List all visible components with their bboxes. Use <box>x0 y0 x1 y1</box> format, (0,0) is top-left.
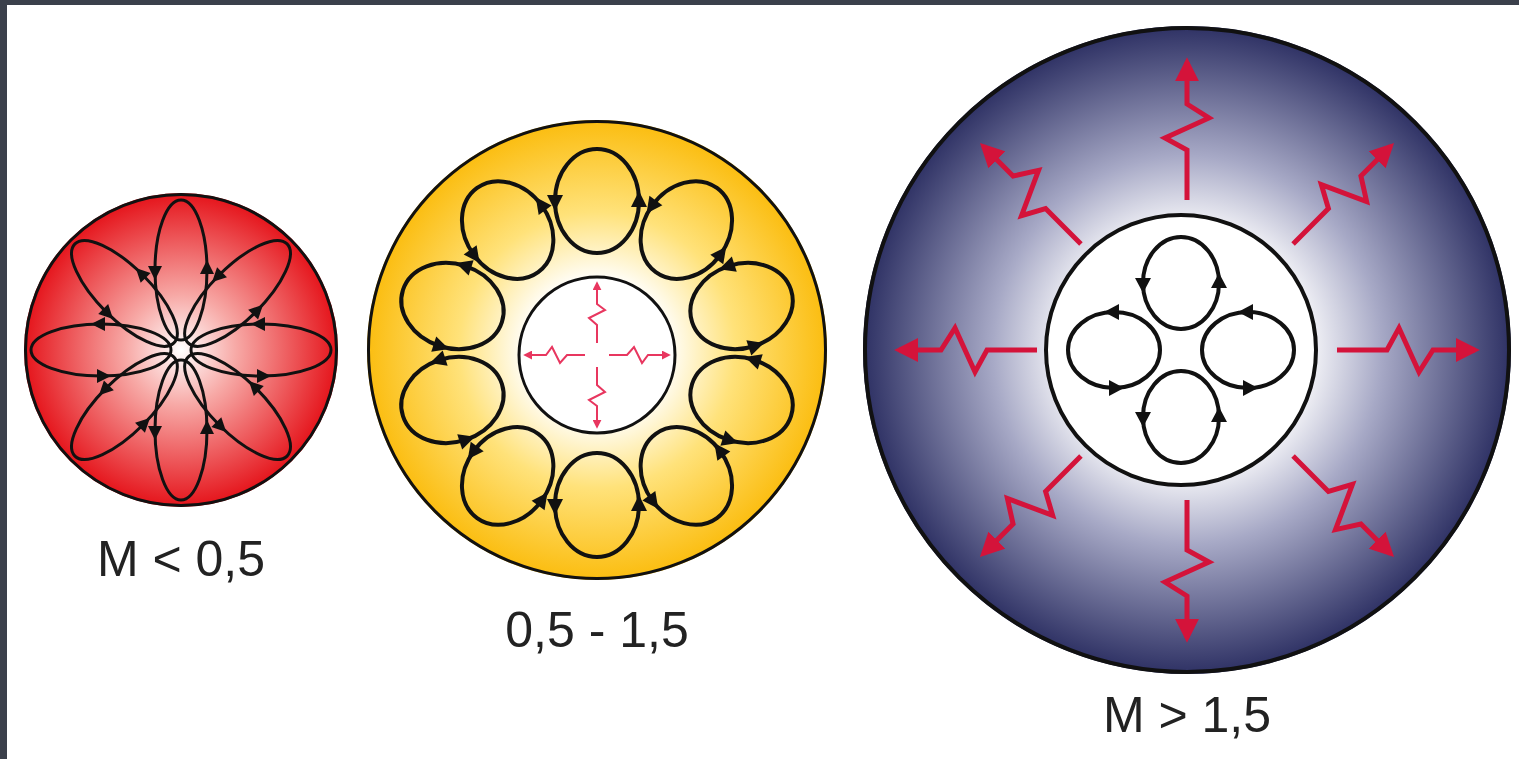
star-circle: M > 1,5 <box>863 26 1511 674</box>
left-strip <box>0 5 7 759</box>
mass-label: M > 1,5 <box>1103 690 1271 740</box>
star-circle: 0,5 - 1,5 <box>367 120 827 580</box>
star-circle: M < 0,5 <box>24 193 338 507</box>
mass-label: 0,5 - 1,5 <box>505 605 688 655</box>
star-outline <box>367 120 827 580</box>
mass-label: M < 0,5 <box>97 534 265 584</box>
top-band <box>0 0 1519 5</box>
star-outline <box>24 193 338 507</box>
star-outline <box>863 26 1511 674</box>
